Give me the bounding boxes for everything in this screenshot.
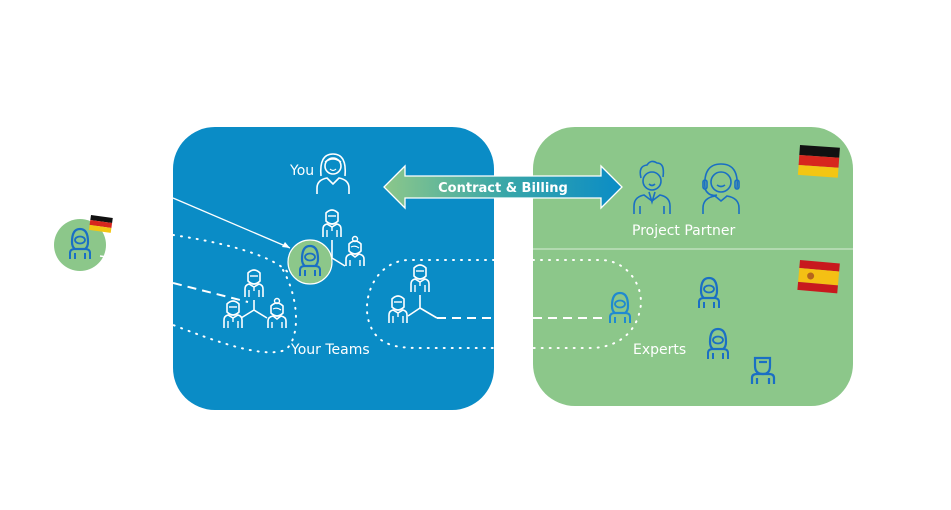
germany-flag-icon xyxy=(797,145,840,178)
expert-icon xyxy=(750,356,776,384)
your-teams-label: Your Teams xyxy=(290,342,370,358)
connector-line xyxy=(173,197,291,249)
connector-arrowhead xyxy=(282,242,290,248)
team-boundary-dotted xyxy=(365,259,494,349)
team-boundary-dotted xyxy=(533,259,642,349)
spain-flag-icon xyxy=(797,260,840,294)
team-hierarchy-lines xyxy=(240,300,268,319)
dashed-link xyxy=(173,282,249,303)
external-expert-in-team xyxy=(287,239,333,285)
you-label: You xyxy=(289,163,314,179)
you-person-icon xyxy=(316,153,350,194)
germany-flag-icon xyxy=(88,215,113,233)
team-boundary-dotted xyxy=(173,269,297,354)
partner-panel: Project Partner Experts xyxy=(533,127,853,406)
external-expert-node xyxy=(54,215,113,271)
project-partner-label: Project Partner xyxy=(632,223,735,239)
partner-support-icon xyxy=(702,163,740,214)
team-hierarchy-lines xyxy=(407,295,438,319)
contract-billing-label: Contract & Billing xyxy=(438,181,568,196)
experts-label: Experts xyxy=(633,342,686,358)
partner-male-icon xyxy=(633,160,671,214)
contract-billing-arrow: Contract & Billing xyxy=(383,164,623,210)
your-organization-panel: You Your Teams xyxy=(173,127,494,410)
team-boundary-dotted xyxy=(173,234,291,276)
